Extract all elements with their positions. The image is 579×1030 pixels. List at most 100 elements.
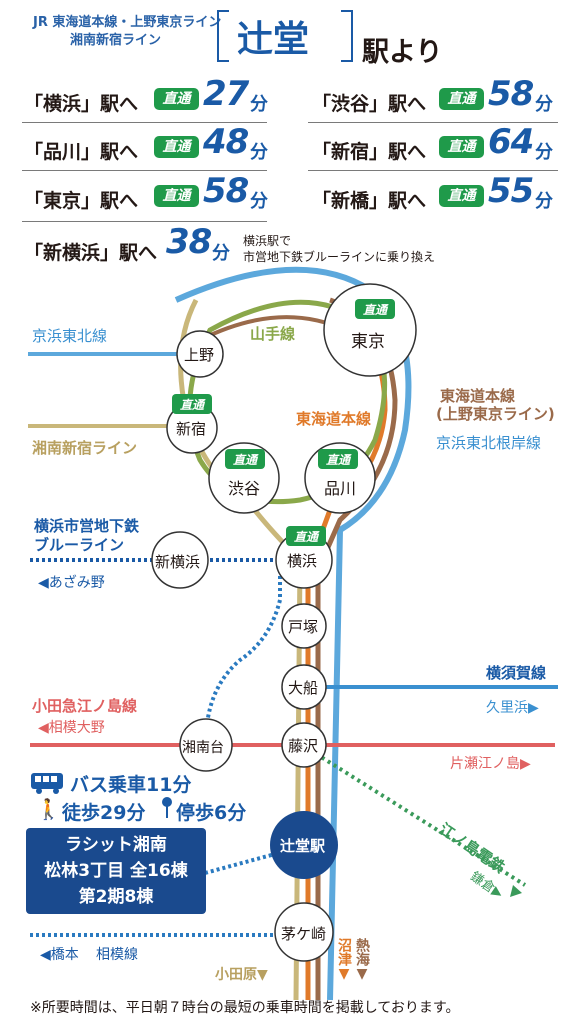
label-blue-line-2: ブルーライン [34, 536, 125, 554]
label-yamanote: 山手線 [250, 325, 296, 343]
map-direct-label: 直通 [362, 303, 387, 317]
station-tsujido [270, 811, 338, 879]
row-divider [308, 170, 558, 171]
direct-badge: 直通 [154, 88, 199, 110]
minutes-unit: 分 [250, 191, 268, 212]
bracket-left [217, 10, 229, 62]
station-label-tsujido: 辻堂駅 [280, 837, 326, 855]
label-sagami-line: 相模線 [96, 947, 138, 963]
label-keihin-tohoku: 京浜東北線 [32, 327, 108, 345]
minutes-value: 27 [203, 74, 249, 114]
station-label-chigasaki: 茅ケ崎 [281, 925, 327, 943]
label-kurihama: 久里浜▶ [486, 700, 539, 716]
dest-label: 「渋谷」駅へ [312, 93, 427, 115]
direct-badge: 直通 [439, 136, 484, 158]
station-chigasaki [274, 902, 334, 962]
minutes-value: 55 [488, 171, 534, 211]
minutes-value: 64 [488, 122, 534, 162]
sotetsu-dotted [203, 570, 282, 746]
station-fujisawa [281, 722, 327, 768]
minutes-unit: 分 [250, 94, 268, 115]
station-label-totsuka: 戸塚 [288, 618, 319, 636]
station-label-fujisawa: 藤沢 [288, 737, 319, 755]
bracket-right [341, 10, 353, 62]
station-label-ofuna: 大船 [288, 679, 319, 697]
header-line2: 湘南新宿ライン [70, 33, 162, 48]
stop-time: 停歩6分 [176, 802, 247, 824]
label-numazu: 沼津▼ [336, 938, 352, 982]
pin-icon [160, 796, 174, 820]
direct-badge: 直通 [154, 185, 199, 207]
label-tokaido-top: 東海道本線 [440, 387, 516, 405]
row-divider [22, 170, 267, 171]
minutes-unit: 分 [250, 142, 268, 163]
footer-note: ※所要時間は、平日朝７時台の最短の乗車時間を掲載しております。 [30, 1000, 460, 1016]
direct-badge: 直通 [154, 136, 199, 158]
minutes-unit: 分 [535, 142, 553, 163]
transfer-note-1: 横浜駅で [243, 234, 292, 248]
label-katase: 片瀬江ノ島▶ [450, 756, 531, 772]
header-line1: JR 東海道本線・上野東京ライン [33, 15, 222, 30]
minutes-value-shinyokohama: 38 [166, 222, 212, 262]
enoden-line [308, 748, 527, 887]
kamakura-arrow-icon [510, 885, 522, 897]
station-ueno [176, 330, 224, 378]
property-name: ラシット湘南 [65, 835, 167, 855]
row-divider [22, 122, 267, 123]
minutes-value: 48 [203, 122, 249, 162]
direct-badge-shibuya [225, 449, 265, 469]
label-azamino: ◀あざみ野 [38, 575, 105, 591]
dest-label: 「新橋」駅へ [312, 190, 427, 212]
direct-badge-shinagawa [318, 449, 358, 469]
property-box: ラシット湘南 松林3丁目 全16棟 第2期8棟 [26, 828, 206, 914]
label-yokosuka: 横須賀線 [486, 664, 547, 682]
minutes-unit-shinyokohama: 分 [212, 243, 230, 264]
dest-label: 「横浜」駅へ [24, 93, 139, 115]
label-odawara: 小田原▼ [215, 967, 268, 983]
map-direct-label: 直通 [232, 453, 257, 467]
station-label-shonandai: 湘南台 [182, 740, 224, 756]
dest-label-shinyokohama: 「新横浜」駅へ [24, 242, 158, 264]
label-odakyu: 小田急江ノ島線 [32, 697, 138, 715]
station-ofuna [281, 664, 327, 710]
station-label-shinyokohama: 新横浜 [155, 553, 201, 571]
station-label-shinagawa: 品川 [324, 479, 357, 498]
label-sagami-ono: ◀相模大野 [38, 720, 105, 736]
map-direct-label: 直通 [179, 398, 204, 412]
station-label-tokyo: 東京 [351, 332, 385, 352]
dest-label: 「品川」駅へ [24, 141, 139, 163]
row-divider [308, 122, 558, 123]
property-address: 松林3丁目 全16棟 [44, 861, 188, 881]
station-shinyokohama [151, 531, 209, 589]
direct-badge: 直通 [439, 185, 484, 207]
label-ueno-tokyo: (上野東京ライン) [436, 405, 555, 423]
walk-icon: 🚶 [36, 797, 61, 821]
label-negishi: 京浜東北根岸線 [436, 434, 542, 452]
station-label-ueno: 上野 [184, 346, 215, 364]
direct-badge-shinjuku [172, 394, 212, 414]
dest-label: 「新宿」駅へ [312, 141, 427, 163]
minutes-value: 58 [488, 74, 534, 114]
header-suffix: 駅より [362, 37, 443, 68]
label-shonan-shinjuku: 湘南新宿ライン [32, 439, 138, 457]
minutes-unit: 分 [535, 191, 553, 212]
minutes-unit: 分 [535, 94, 553, 115]
station-label-shibuya: 渋谷 [228, 479, 261, 498]
station-label-shinjuku: 新宿 [176, 420, 207, 438]
station-shonandai [179, 718, 233, 772]
station-label-yokohama: 横浜 [287, 552, 318, 570]
dest-label: 「東京」駅へ [24, 190, 139, 212]
label-blue-line-1: 横浜市営地下鉄 [34, 517, 140, 535]
label-atami: 熱海▼ [354, 938, 370, 982]
direct-badge-tokyo [355, 299, 395, 319]
station-totsuka [281, 603, 327, 649]
walk-time: 徒歩29分 [62, 802, 146, 824]
map-direct-label: 直通 [325, 453, 350, 467]
direct-badge-yokohama [286, 526, 326, 546]
minutes-value: 58 [203, 171, 249, 211]
transfer-note-2: 市営地下鉄ブルーラインに乗り換え [243, 250, 436, 264]
row-divider [22, 221, 267, 222]
map-direct-label: 直通 [293, 530, 318, 544]
bus-icon [30, 772, 66, 794]
